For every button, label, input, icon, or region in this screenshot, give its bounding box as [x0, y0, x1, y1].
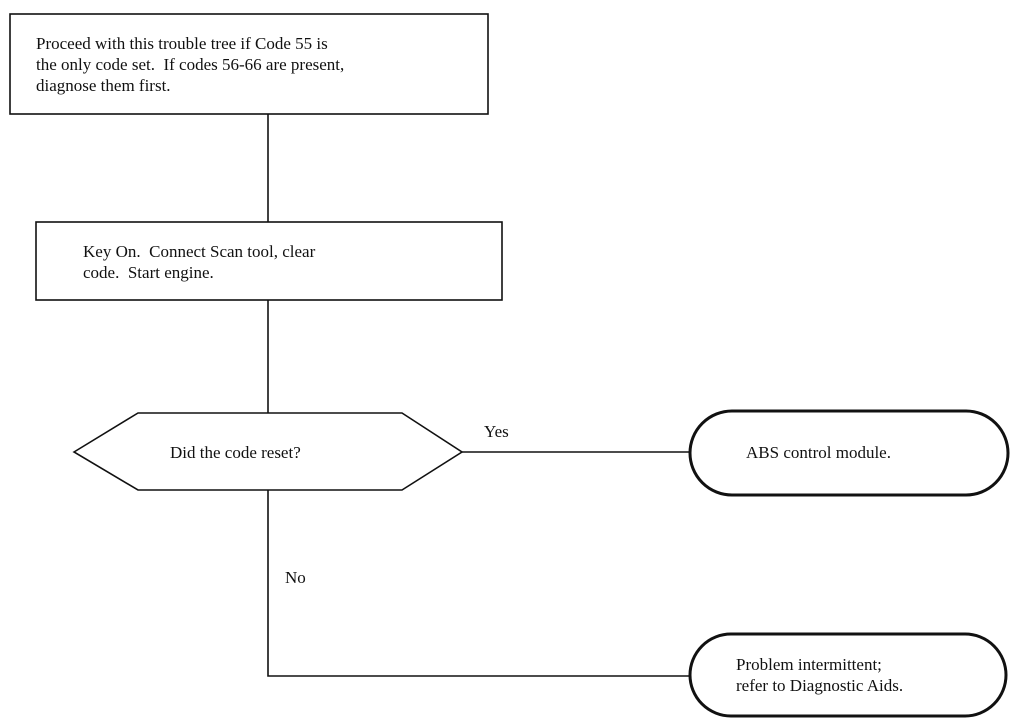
result-no-text-line-2: refer to Diagnostic Aids.: [736, 676, 904, 695]
result-yes-terminal: [688, 409, 1010, 497]
result-yes-label: ABS control module.: [746, 443, 891, 462]
decision-label: Did the code reset?: [170, 443, 301, 462]
edge-label-no: No: [285, 568, 306, 587]
intro-text-line-3: diagnose them first.: [36, 76, 171, 95]
step1-text-line-2: code. Start engine.: [83, 263, 214, 282]
step1-text-line-1: Key On. Connect Scan tool, clear: [83, 242, 316, 261]
result-no-text-line-1: Problem intermittent;: [736, 655, 882, 674]
connector-decision-no: [267, 490, 690, 677]
intro-text-line-2: the only code set. If codes 56-66 are pr…: [36, 55, 345, 74]
step1-box: [35, 221, 503, 301]
intro-text-line-1: Proceed with this trouble tree if Code 5…: [36, 34, 328, 53]
decision-hexagon: [72, 412, 464, 491]
edge-label-yes: Yes: [484, 422, 509, 441]
intro-box: [9, 13, 489, 115]
result-no-terminal: [688, 632, 1008, 718]
